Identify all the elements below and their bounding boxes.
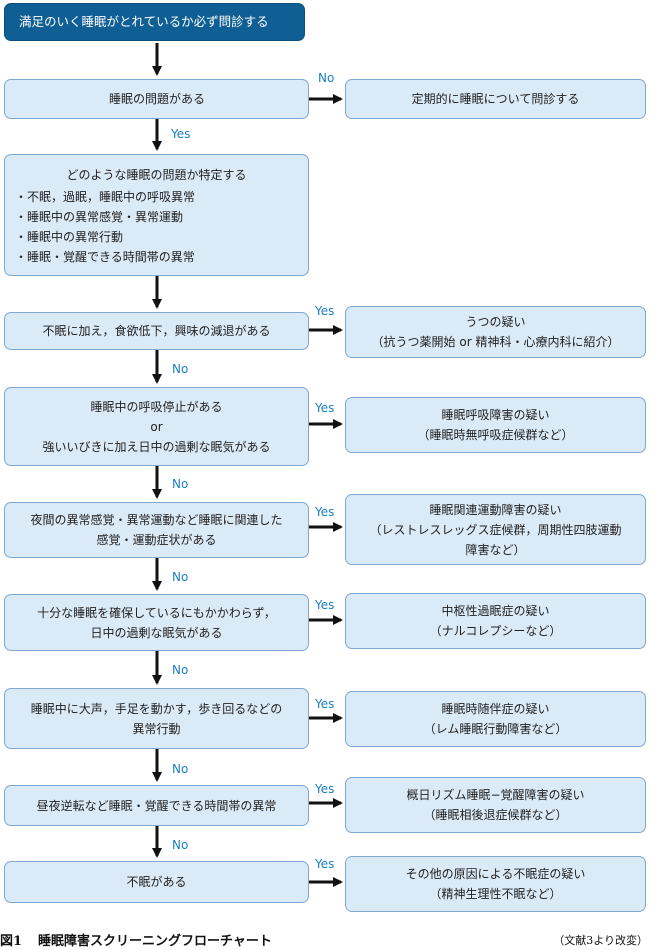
result-detail: （睡眠相後退症候群など）	[423, 808, 568, 822]
question-text: 不眠に加え，食欲低下，興味の減退がある	[42, 324, 271, 338]
result-box-movement: 睡眠関連運動障害の疑い （レストレスレッグス症候群，周期性四肢運動 障害など）	[345, 494, 646, 565]
question-box-depression: 不眠に加え，食欲低下，興味の減退がある	[4, 312, 309, 350]
result-detail: （抗うつ薬開始 or 精神科・心療内科に紹介）	[371, 335, 620, 349]
result-title: 睡眠時随伴症の疑い	[441, 702, 550, 716]
no-label: No	[172, 570, 189, 584]
question-text: 昼夜逆転など睡眠・覚醒できる時間帯の異常	[36, 798, 277, 813]
question-text: 十分な睡眠を確保しているにもかかわらず，	[37, 605, 276, 620]
question-box-breathing: 睡眠中の呼吸停止がある or 強いいびきに加え日中の過剰な眠気がある	[4, 387, 309, 466]
result-detail: 障害など）	[465, 542, 526, 557]
problem-item: ・不眠，過眠，睡眠中の呼吸異常	[15, 190, 196, 204]
yes-label: Yes	[315, 401, 335, 415]
result-title: 睡眠関連運動障害の疑い	[429, 502, 562, 517]
question-text: 異常行動	[132, 721, 181, 736]
identify-heading: どのような睡眠の問題か特定する	[66, 168, 247, 182]
figure-source: （文献3より改変）	[553, 934, 648, 947]
question-text: 感覚・運動症状がある	[96, 533, 217, 547]
yes-label: Yes	[315, 697, 335, 711]
no-label: No	[172, 477, 189, 491]
result-title: うつの疑い	[465, 315, 526, 329]
problem-item: ・睡眠中の異常行動	[15, 230, 124, 244]
result-box-breathing: 睡眠呼吸障害の疑い （睡眠時無呼吸症候群など）	[345, 397, 646, 453]
question-text: 睡眠中の呼吸停止がある	[90, 399, 223, 414]
result-box-parasomnia: 睡眠時随伴症の疑い （レム睡眠行動障害など）	[345, 691, 646, 747]
result-title: 中枢性過眠症の疑い	[441, 604, 550, 618]
yes-label: Yes	[315, 598, 335, 612]
figure-title: 睡眠障害スクリーニングフローチャート	[38, 934, 272, 949]
no-label: No	[172, 762, 189, 776]
question-box-parasomnia: 睡眠中に大声，手足を動かす，歩き回るなどの 異常行動	[4, 688, 309, 749]
question-text: 睡眠中に大声，手足を動かす，歩き回るなどの	[30, 701, 283, 716]
yes-label: Yes	[315, 304, 335, 318]
problem-item: ・睡眠中の異常感覚・異常運動	[15, 210, 184, 224]
result-detail: （レム睡眠行動障害など）	[423, 722, 568, 736]
problem-item: ・睡眠・覚醒できる時間帯の異常	[15, 250, 195, 264]
question-text: 日中の過剰な眠気がある	[90, 625, 223, 640]
result-detail: （ナルコレプシーなど）	[429, 624, 562, 638]
yes-label: Yes	[315, 782, 335, 796]
question-box-circadian: 昼夜逆転など睡眠・覚醒できる時間帯の異常	[4, 785, 309, 826]
result-detail: （睡眠時無呼吸症候群など）	[417, 428, 574, 442]
result-text: 定期的に睡眠について問診する	[411, 92, 580, 106]
no-label: No	[172, 362, 189, 376]
result-title: その他の原因による不眠症の疑い	[405, 867, 586, 881]
start-text: 満足のいく睡眠がとれているか必ず問診する	[19, 14, 269, 29]
question-box-movement: 夜間の異常感覚・異常運動など睡眠に関連した 感覚・運動症状がある	[4, 502, 309, 558]
result-box-depression: うつの疑い （抗うつ薬開始 or 精神科・心療内科に紹介）	[345, 306, 646, 358]
no-label: No	[172, 663, 189, 677]
yes-label: Yes	[171, 127, 191, 141]
question-text: 夜間の異常感覚・異常運動など睡眠に関連した	[30, 513, 283, 527]
question-text: 不眠がある	[126, 875, 187, 889]
question-box-insomnia: 不眠がある	[4, 861, 309, 903]
result-box-hypersomnia: 中枢性過眠症の疑い （ナルコレプシーなど）	[345, 593, 646, 649]
question-box-hypersomnia: 十分な睡眠を確保しているにもかかわらず， 日中の過剰な眠気がある	[4, 594, 309, 651]
no-label: No	[318, 71, 335, 85]
start-box: 満足のいく睡眠がとれているか必ず問診する	[4, 3, 305, 41]
figure-number: 図1	[0, 934, 23, 949]
figure-caption: 図1 睡眠障害スクリーニングフローチャート	[0, 930, 272, 949]
result-box-regular-interview: 定期的に睡眠について問診する	[345, 79, 646, 119]
yes-label: Yes	[315, 857, 335, 871]
question-text: 強いいびきに加え日中の過剰な眠気がある	[42, 439, 271, 454]
question-text: or	[150, 419, 163, 434]
result-title: 睡眠呼吸障害の疑い	[441, 408, 550, 422]
result-detail: （レストレスレッグス症候群，周期性四肢運動	[369, 522, 622, 537]
result-box-insomnia: その他の原因による不眠症の疑い （精神生理性不眠など）	[345, 856, 646, 912]
result-detail: （精神生理性不眠など）	[429, 887, 562, 901]
question-box-sleep-problem: 睡眠の問題がある	[4, 79, 309, 119]
identify-problem-box: どのような睡眠の問題か特定する ・不眠，過眠，睡眠中の呼吸異常 ・睡眠中の異常感…	[4, 154, 309, 276]
question-text: 睡眠の問題がある	[109, 92, 206, 106]
result-title: 概日リズム睡眠−覚醒障害の疑い	[406, 788, 585, 802]
yes-label: Yes	[315, 505, 335, 519]
no-label: No	[172, 838, 189, 852]
result-box-circadian: 概日リズム睡眠−覚醒障害の疑い （睡眠相後退症候群など）	[345, 777, 646, 833]
